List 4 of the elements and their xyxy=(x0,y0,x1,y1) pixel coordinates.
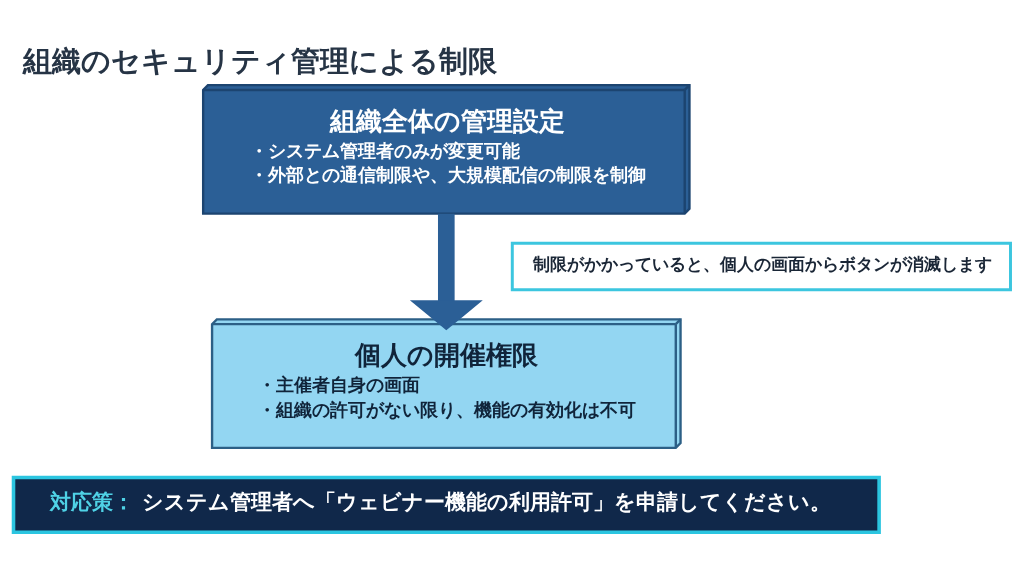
node-box: 制限がかかっていると、個人の画面からボタンが消滅します xyxy=(510,241,1012,291)
node-box: 対応策： システム管理者へ「ウェビナー機能の利用許可」を申請してください。 xyxy=(11,475,881,534)
arrow xyxy=(409,213,483,330)
diagram-title: 組織のセキュリティ管理による制限 xyxy=(23,44,498,78)
